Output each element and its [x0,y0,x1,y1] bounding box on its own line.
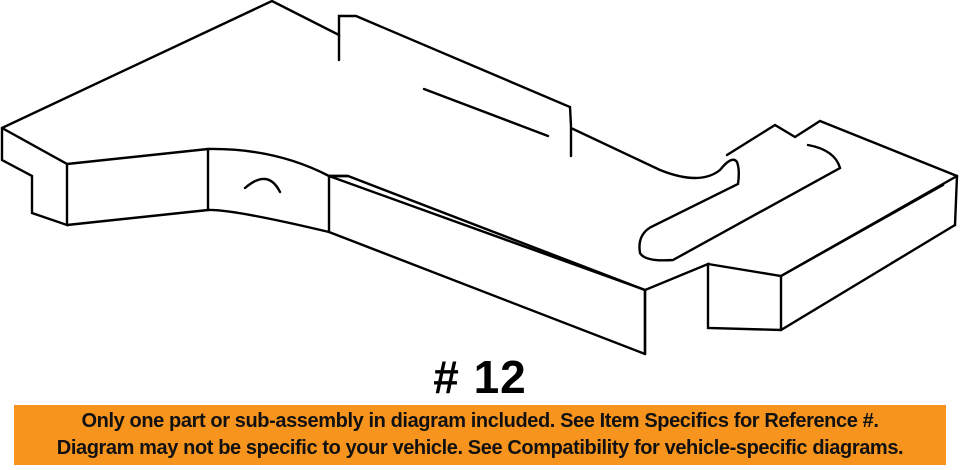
reference-number: # 12 [433,351,527,403]
part-diagram [0,0,959,356]
bottom-margin [0,465,960,470]
bracket-line-drawing [0,0,959,356]
disclaimer-line-1: Only one part or sub-assembly in diagram… [81,410,879,432]
disclaimer-banner: Only one part or sub-assembly in diagram… [14,405,946,465]
disclaimer-line-2: Diagram may not be specific to your vehi… [56,437,904,459]
